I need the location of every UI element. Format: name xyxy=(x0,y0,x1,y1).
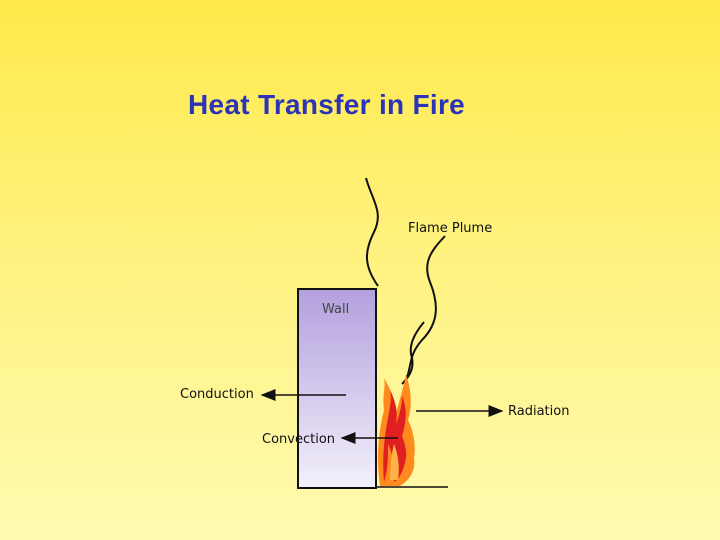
flame-plume-line-mid xyxy=(401,321,425,385)
flame-plume-line-right xyxy=(405,235,446,381)
flame-plume-line-left xyxy=(365,177,379,287)
convection-label: Convection xyxy=(262,432,336,447)
wall-label: Wall xyxy=(322,302,350,317)
flame-plume-label: Flame Plume xyxy=(408,221,493,236)
slide-title: Heat Transfer in Fire xyxy=(188,89,466,120)
flame-inner xyxy=(383,390,407,482)
flame-core xyxy=(390,444,399,480)
radiation-label: Radiation xyxy=(508,404,570,419)
conduction-label: Conduction xyxy=(180,387,254,402)
wall xyxy=(297,288,377,489)
